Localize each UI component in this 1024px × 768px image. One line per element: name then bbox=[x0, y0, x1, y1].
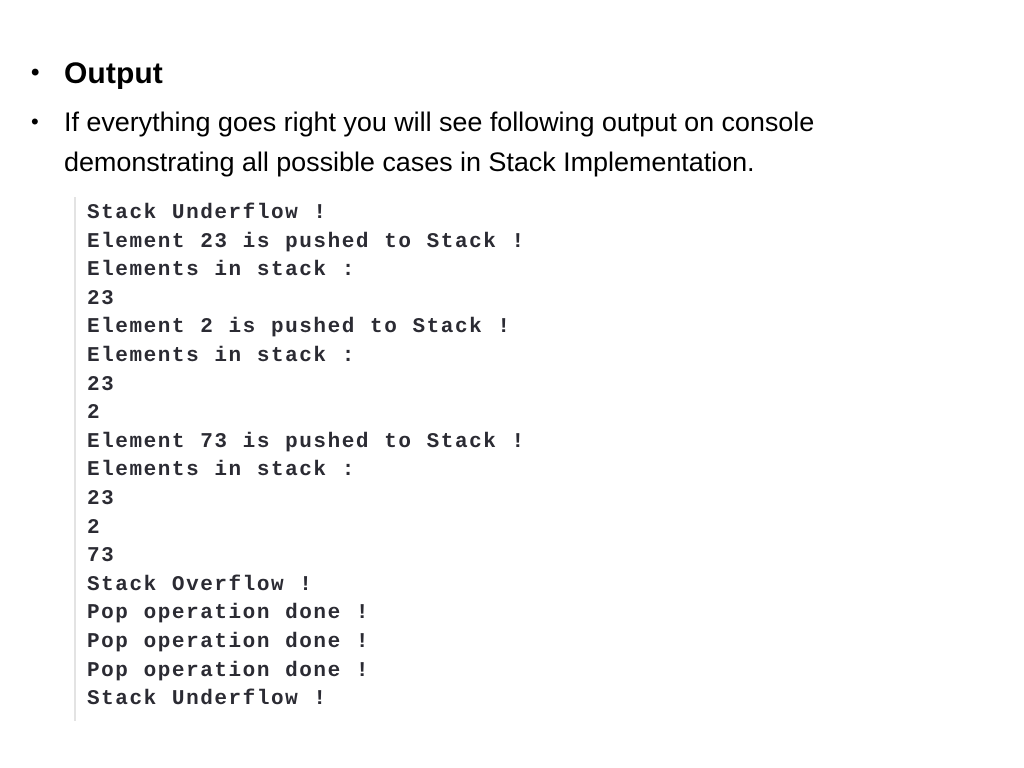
console-output-line: Pop operation done ! bbox=[87, 659, 371, 683]
console-output-line: 2 bbox=[87, 516, 102, 540]
console-output-line: 73 bbox=[87, 545, 116, 569]
bullet-item-description: • If everything goes right you will see … bbox=[0, 102, 1024, 182]
console-output-line: Element 2 is pushed to Stack ! bbox=[87, 316, 512, 340]
console-output-line: Pop operation done ! bbox=[87, 630, 371, 654]
console-output-line: 2 bbox=[87, 402, 102, 426]
console-output-line: Elements in stack : bbox=[87, 344, 356, 368]
console-output-line: Elements in stack : bbox=[87, 459, 356, 483]
console-output-line: 23 bbox=[87, 373, 116, 397]
console-output-line: Element 23 is pushed to Stack ! bbox=[87, 230, 526, 254]
console-output-line: Stack Overflow ! bbox=[87, 573, 314, 597]
console-output-line: Pop operation done ! bbox=[87, 602, 371, 626]
slide-content-area: • Output • If everything goes right you … bbox=[0, 0, 1024, 182]
console-output-line: 23 bbox=[87, 487, 116, 511]
bullet-marker-icon: • bbox=[31, 59, 40, 86]
bullet-text-description: If everything goes right you will see fo… bbox=[64, 107, 815, 177]
console-output-block: Stack Underflow ! Element 23 is pushed to… bbox=[74, 197, 526, 721]
bullet-text-output: Output bbox=[64, 57, 163, 90]
bullet-list: • Output • If everything goes right you … bbox=[0, 51, 1024, 182]
bullet-item-output: • Output bbox=[0, 51, 1024, 97]
console-output-line: Stack Underflow ! bbox=[87, 202, 328, 225]
bullet-marker-icon: • bbox=[31, 109, 39, 134]
console-output-line: Element 73 is pushed to Stack ! bbox=[87, 430, 526, 454]
console-output-line: Elements in stack : bbox=[87, 259, 356, 283]
console-output-line: 23 bbox=[87, 287, 116, 311]
console-output-line: Stack Underflow ! bbox=[87, 688, 328, 712]
